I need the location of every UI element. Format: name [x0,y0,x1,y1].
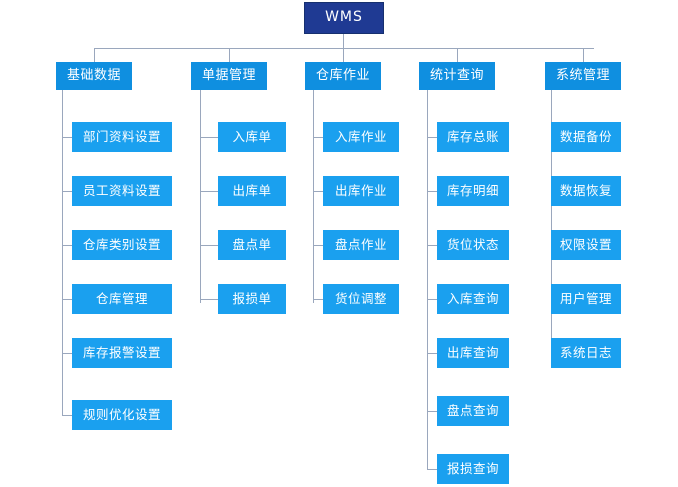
leaf-node-0-0[interactable]: 部门资料设置 [72,122,172,152]
branch-col-0-item-0 [62,137,72,138]
spine-col-4 [551,90,552,357]
connector-bus-to-col-1 [229,48,230,62]
branch-col-2-item-0 [313,137,323,138]
category-node-0[interactable]: 基础数据 [56,62,132,90]
branch-col-3-item-0 [427,137,437,138]
leaf-node-3-6[interactable]: 报损查询 [437,454,509,484]
leaf-node-3-2[interactable]: 货位状态 [437,230,509,260]
category-node-4[interactable]: 系统管理 [545,62,621,90]
branch-col-3-item-3 [427,299,437,300]
connector-main-bus [94,48,594,49]
leaf-node-0-3[interactable]: 仓库管理 [72,284,172,314]
leaf-node-4-4[interactable]: 系统日志 [551,338,621,368]
leaf-node-1-3[interactable]: 报损单 [218,284,286,314]
branch-col-3-item-5 [427,411,437,412]
leaf-node-3-5[interactable]: 盘点查询 [437,396,509,426]
branch-col-2-item-2 [313,245,323,246]
leaf-node-0-1[interactable]: 员工资料设置 [72,176,172,206]
branch-col-0-item-5 [62,415,72,416]
connector-root-stem [343,34,344,48]
leaf-node-0-2[interactable]: 仓库类别设置 [72,230,172,260]
spine-col-3 [427,90,428,469]
leaf-node-0-5[interactable]: 规则优化设置 [72,400,172,430]
spine-col-0 [62,90,63,415]
branch-col-3-item-6 [427,469,437,470]
branch-col-1-item-3 [200,299,218,300]
category-node-1[interactable]: 单据管理 [191,62,267,90]
connector-bus-to-col-4 [583,48,584,62]
leaf-node-4-3[interactable]: 用户管理 [551,284,621,314]
branch-col-1-item-1 [200,191,218,192]
leaf-node-2-0[interactable]: 入库作业 [323,122,399,152]
connector-bus-to-col-3 [457,48,458,62]
leaf-node-3-0[interactable]: 库存总账 [437,122,509,152]
branch-col-1-item-2 [200,245,218,246]
branch-col-1-item-0 [200,137,218,138]
leaf-node-2-2[interactable]: 盘点作业 [323,230,399,260]
connector-bus-to-col-0 [94,48,95,62]
branch-col-3-item-1 [427,191,437,192]
leaf-node-4-2[interactable]: 权限设置 [551,230,621,260]
leaf-node-4-0[interactable]: 数据备份 [551,122,621,152]
category-node-2[interactable]: 仓库作业 [305,62,381,90]
branch-col-2-item-3 [313,299,323,300]
leaf-node-3-4[interactable]: 出库查询 [437,338,509,368]
branch-col-3-item-4 [427,353,437,354]
leaf-node-3-1[interactable]: 库存明细 [437,176,509,206]
spine-col-2 [313,90,314,303]
branch-col-0-item-2 [62,245,72,246]
branch-col-2-item-1 [313,191,323,192]
branch-col-0-item-1 [62,191,72,192]
leaf-node-2-3[interactable]: 货位调整 [323,284,399,314]
branch-col-0-item-3 [62,299,72,300]
node-root[interactable]: WMS [304,2,384,34]
branch-col-3-item-2 [427,245,437,246]
leaf-node-1-1[interactable]: 出库单 [218,176,286,206]
leaf-node-1-0[interactable]: 入库单 [218,122,286,152]
leaf-node-1-2[interactable]: 盘点单 [218,230,286,260]
leaf-node-4-1[interactable]: 数据恢复 [551,176,621,206]
leaf-node-3-3[interactable]: 入库查询 [437,284,509,314]
branch-col-0-item-4 [62,353,72,354]
leaf-node-0-4[interactable]: 库存报警设置 [72,338,172,368]
connector-bus-to-col-2 [343,48,344,62]
leaf-node-2-1[interactable]: 出库作业 [323,176,399,206]
category-node-3[interactable]: 统计查询 [419,62,495,90]
spine-col-1 [200,90,201,303]
